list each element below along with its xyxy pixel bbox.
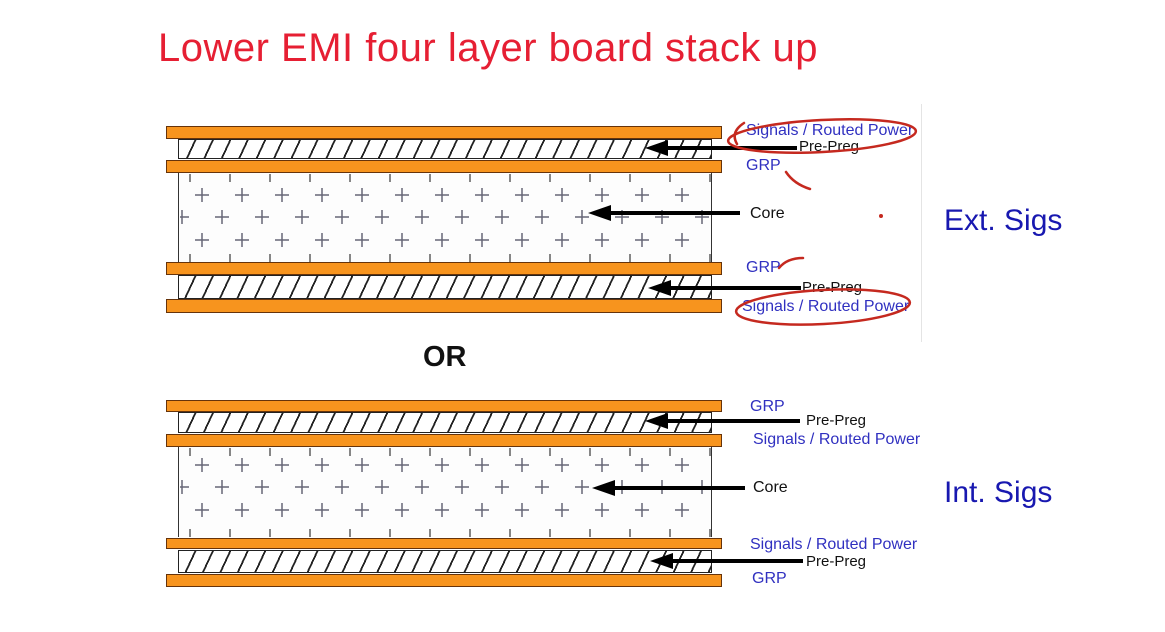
int-copper-grp-top <box>166 400 722 412</box>
ext-prepreg-bottom-layer <box>178 275 712 299</box>
red-circle-tail <box>733 121 746 146</box>
red-dot-mark <box>879 214 883 218</box>
int-prepreg-top-layer <box>178 412 712 433</box>
int-label-core: Core <box>753 479 788 496</box>
ext-label-grp-bottom: GRP <box>746 259 781 276</box>
ext-label-core: Core <box>750 205 785 222</box>
ext-copper-grp-top <box>166 160 722 173</box>
int-prepreg-bottom-layer <box>178 550 712 573</box>
ext-copper-signals-bottom <box>166 299 722 313</box>
ext-prepreg-top-layer <box>178 139 712 159</box>
ext-sigs-side-label: Ext. Sigs <box>944 204 1063 237</box>
or-label: OR <box>423 341 467 373</box>
ext-label-signals-top: Signals / Routed Power <box>746 122 914 139</box>
int-core-layer <box>178 447 712 537</box>
int-copper-signals-bottom <box>166 538 722 549</box>
ext-label-signals-bottom: Signals / Routed Power <box>742 298 910 315</box>
int-copper-grp-bottom <box>166 574 722 587</box>
page-title: Lower EMI four layer board stack up <box>158 26 819 70</box>
ext-copper-signals-top <box>166 126 722 139</box>
ext-copper-grp-bottom <box>166 262 722 275</box>
textbox-edge-line <box>921 104 922 342</box>
int-label-signals-bottom: Signals / Routed Power <box>750 536 918 553</box>
ext-label-prepreg-bottom: Pre-Preg <box>802 279 863 296</box>
ext-label-prepreg-top: Pre-Preg <box>799 138 860 155</box>
int-label-grp-top: GRP <box>750 398 785 415</box>
int-label-grp-bottom: GRP <box>752 570 787 587</box>
ext-label-grp-top: GRP <box>746 157 781 174</box>
int-copper-signals-top <box>166 434 722 447</box>
red-check-grp-bottom <box>777 256 805 270</box>
int-label-prepreg-bottom: Pre-Preg <box>806 553 867 570</box>
int-label-prepreg-top: Pre-Preg <box>806 412 867 429</box>
int-label-signals-top: Signals / Routed Power <box>753 431 921 448</box>
int-sigs-side-label: Int. Sigs <box>944 476 1053 509</box>
red-check-grp-top <box>784 170 812 191</box>
ext-core-layer <box>178 173 712 262</box>
